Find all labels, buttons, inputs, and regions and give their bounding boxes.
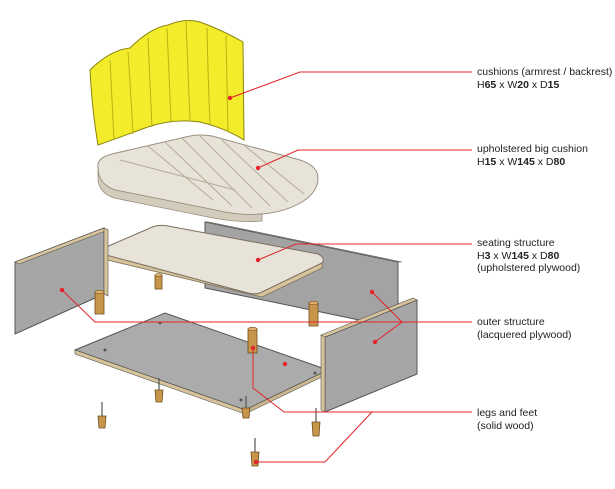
backrest-pleat xyxy=(166,27,172,122)
label-cushions: cushions (armrest / backrest) H65 x W20 … xyxy=(477,66,612,91)
big-cushion-top xyxy=(97,134,319,215)
label-seating: seating structure H3 x W145 x D80 (uphol… xyxy=(477,237,580,275)
left-panel-edge-side xyxy=(103,227,109,297)
label-seating-note: (upholstered plywood) xyxy=(477,262,581,274)
screw-hole xyxy=(239,398,243,402)
big-cushion-seam xyxy=(181,137,253,209)
label-big-cushion-dims: H15 x W145 x D80 xyxy=(477,155,566,168)
leg xyxy=(247,326,258,354)
backrest-pleat xyxy=(147,37,153,128)
leader-dots xyxy=(59,95,378,465)
label-legs-note: (solid wood) xyxy=(477,419,534,432)
label-outer-note: (lacquered plywood) xyxy=(477,328,572,341)
leader-dot xyxy=(253,459,259,465)
big-cushion-seam xyxy=(199,135,271,207)
screw-hole xyxy=(103,348,107,352)
right-panel-edge-side xyxy=(320,334,326,413)
leader-line-legs xyxy=(252,348,472,463)
backrest-pleat xyxy=(206,27,211,125)
leader-dot xyxy=(255,165,261,171)
leader-line-seating xyxy=(257,243,472,261)
leg xyxy=(154,273,163,290)
big-cushion-seam xyxy=(244,145,305,195)
leader-dot xyxy=(282,361,288,367)
left-panel xyxy=(14,227,109,335)
foot xyxy=(311,408,321,437)
label-big-cushion: upholstered big cushion H15 x W145 x D80 xyxy=(477,143,588,168)
label-seating-name: seating structure xyxy=(477,237,555,249)
seating-board-top xyxy=(93,224,324,295)
label-seating-dims: H3 x W145 x D80 xyxy=(477,249,560,262)
big-cushion-seam xyxy=(147,145,214,201)
foot xyxy=(154,378,164,403)
base-panel xyxy=(73,312,330,415)
label-outer: outer structure (lacquered plywood) xyxy=(477,316,572,341)
screw-hole xyxy=(313,371,317,375)
leader-dot xyxy=(250,345,256,351)
label-big-cushion-name: upholstered big cushion xyxy=(477,143,588,155)
leader-dot xyxy=(372,339,378,345)
label-cushions-name: cushions (armrest / backrest) xyxy=(477,66,613,78)
foot xyxy=(241,396,251,419)
backrest-pleat xyxy=(185,21,191,121)
leader-dot xyxy=(369,289,375,295)
backrest-pleat xyxy=(225,35,229,133)
big-cushion-seam xyxy=(119,159,236,191)
label-legs-name: legs and feet xyxy=(477,407,538,419)
label-cushions-dims: H65 x W20 x D15 xyxy=(477,78,560,91)
leader-dot xyxy=(227,95,233,101)
leader-line-outer xyxy=(61,289,472,343)
backrest-pleat xyxy=(109,59,115,141)
leader-lines xyxy=(61,71,472,463)
leader-dot xyxy=(255,257,261,263)
leader-line-big-cushion xyxy=(257,149,472,169)
big-cushion xyxy=(97,134,319,222)
leader-dot xyxy=(59,287,65,293)
back-panel-edge xyxy=(204,221,403,263)
backrest-cushion-body xyxy=(89,20,245,146)
big-cushion-seam xyxy=(221,139,289,203)
backrest-cushion xyxy=(89,20,245,146)
label-legs: legs and feet (solid wood) xyxy=(477,407,537,432)
big-cushion-seam xyxy=(164,141,233,207)
leg xyxy=(308,300,319,327)
leg xyxy=(94,289,105,315)
backrest-pleat xyxy=(127,51,134,135)
big-cushion-side xyxy=(97,167,263,222)
foot xyxy=(97,402,107,429)
leader-line-cushions xyxy=(229,71,472,99)
label-outer-name: outer structure xyxy=(477,316,545,328)
